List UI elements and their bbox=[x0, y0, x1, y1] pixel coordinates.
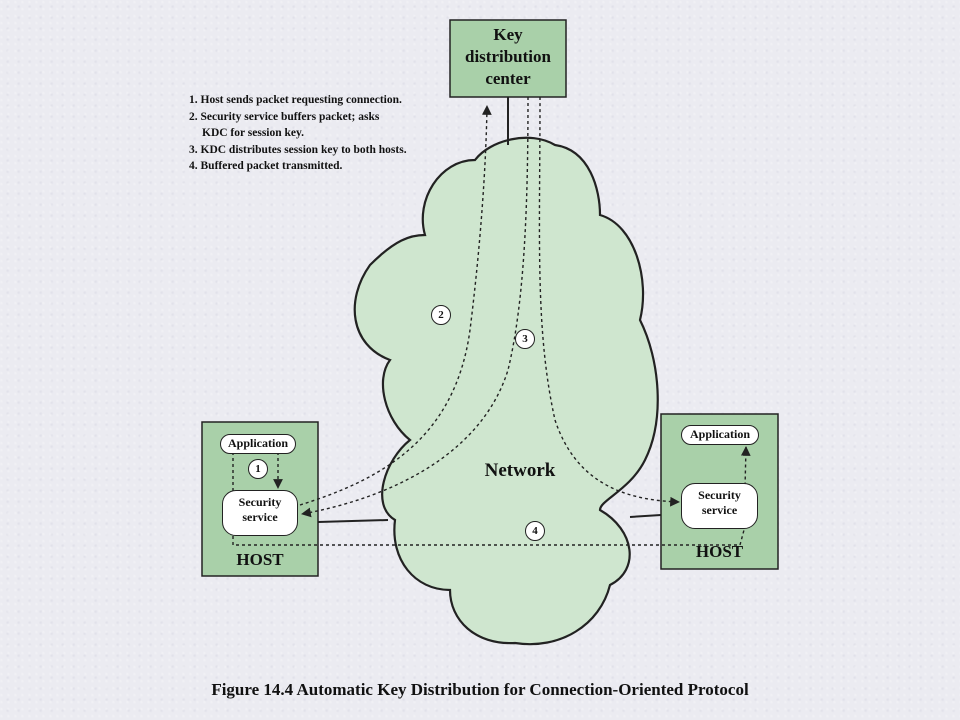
right-security-service-pill: Security service bbox=[681, 483, 758, 529]
step-3-text: 3. KDC distributes session key to both h… bbox=[189, 143, 407, 156]
step-2-text: 2. Security service buffers packet; asks bbox=[189, 110, 380, 123]
step3-arrow-left bbox=[301, 96, 529, 518]
right-host-label: HOST bbox=[695, 542, 744, 561]
network-cloud bbox=[353, 136, 659, 646]
right-application-pill: Application bbox=[681, 425, 759, 445]
network-label: Network bbox=[484, 460, 556, 481]
step4-arrow bbox=[232, 446, 751, 546]
step-1-text: 1. Host sends packet requesting connecti… bbox=[189, 94, 402, 106]
step-2-text-continued: KDC for session key. bbox=[202, 127, 305, 139]
left-security-label-line1: Security bbox=[238, 495, 282, 509]
left-security-service-pill: Security service bbox=[222, 490, 298, 536]
steps-legend: 1. Host sends packet requesting connecti… bbox=[189, 92, 407, 175]
left-application-label: Application bbox=[227, 436, 288, 450]
left-host-label: HOST bbox=[236, 550, 284, 569]
kdc-label-line2: distribution bbox=[465, 47, 551, 66]
step3-arrow-right bbox=[538, 96, 680, 507]
step-marker-2: 2 bbox=[431, 305, 451, 325]
kdc-label: Key distribution center bbox=[450, 24, 566, 90]
right-application-label: Application bbox=[689, 427, 750, 441]
right-host-network-link bbox=[629, 514, 662, 518]
left-host-network-link bbox=[317, 519, 389, 523]
step-marker-3: 3 bbox=[515, 329, 535, 349]
right-security-label-line1: Security bbox=[698, 488, 741, 502]
step-marker-1: 1 bbox=[248, 459, 268, 479]
kdc-box bbox=[449, 19, 567, 98]
left-security-label-line2: service bbox=[242, 510, 278, 524]
step-4-text: 4. Buffered packet transmitted. bbox=[189, 160, 343, 172]
figure-caption: Figure 14.4 Automatic Key Distribution f… bbox=[211, 680, 749, 699]
step2-arrow bbox=[299, 105, 492, 506]
step-marker-4: 4 bbox=[525, 521, 545, 541]
kdc-label-line1: Key bbox=[493, 25, 523, 44]
kdc-label-line3: center bbox=[485, 69, 531, 88]
left-application-pill: Application bbox=[220, 434, 296, 454]
right-security-label-line2: service bbox=[701, 503, 738, 517]
